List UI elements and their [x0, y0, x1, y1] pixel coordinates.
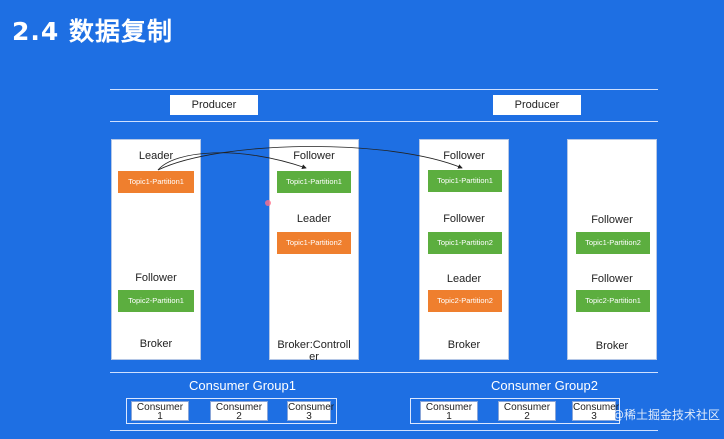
cursor-highlight [265, 200, 271, 206]
consumer-group-2-box [410, 398, 620, 424]
partition-leader: Topic1-Partition2 [277, 232, 351, 254]
role-label: Follower [591, 214, 633, 226]
consumer-label: Consumer [573, 402, 620, 413]
consumer-g1-1: Consumer 1 [131, 401, 189, 422]
role-label: Leader [138, 150, 174, 162]
broker-name: Broker [139, 338, 173, 350]
partition-follower: Topic1-Partition1 [428, 170, 502, 192]
partition-follower: Topic1-Partition2 [428, 232, 502, 254]
producer-divider [110, 121, 658, 122]
producer-box-2: Producer [493, 95, 581, 115]
broker-4: Follower Topic1-Partition2 Follower Topi… [567, 139, 657, 360]
broker-name: Broker:Controll [277, 339, 351, 351]
consumer-label: Consumer [215, 402, 263, 413]
consumer-number: 3 [306, 411, 312, 422]
consumer-g2-1: Consumer 1 [420, 401, 478, 422]
slide-title: 2.4 数据复制 [12, 17, 173, 46]
consumer-label: Consumer [136, 402, 184, 413]
consumer-number: 2 [524, 411, 530, 422]
broker-2-controller: Follower Topic1-Partition1 Leader Topic1… [269, 139, 359, 363]
role-label: Follower [443, 213, 485, 225]
consumer-g1-3: Consumer 3 [287, 401, 335, 422]
consumer-number: 2 [236, 411, 242, 422]
consumer-g1-2: Consumer 2 [210, 401, 268, 422]
consumer-group-1-box [126, 398, 337, 424]
consumer-divider [110, 372, 658, 373]
broker-1: Leader Topic1-Partition1 Follower Topic2… [111, 139, 201, 360]
consumer-number: 1 [157, 411, 163, 422]
consumer-label: Consumer [288, 402, 335, 413]
partition-follower: Topic2-Partition1 [118, 290, 194, 312]
partition-follower: Topic1-Partition1 [277, 171, 351, 193]
consumer-number: 3 [591, 411, 597, 422]
role-label: Leader [296, 213, 332, 225]
role-label: Follower [135, 272, 177, 284]
partition-follower: Topic2-Partition1 [576, 290, 650, 312]
role-label: Follower [591, 273, 633, 285]
producer-box-1: Producer [170, 95, 258, 115]
consumer-group-2-title: Consumer Group2 [491, 378, 598, 393]
partition-follower: Topic1-Partition2 [576, 232, 650, 254]
consumer-g2-2: Consumer 2 [498, 401, 556, 422]
role-label: Leader [446, 273, 482, 285]
replication-arrow-to-broker-3 [157, 146, 463, 171]
consumer-label: Consumer [425, 402, 473, 413]
role-label: Follower [443, 150, 485, 162]
role-label: Follower [293, 150, 335, 162]
consumer-g2-3: Consumer 3 [572, 401, 620, 422]
broker-name-wrap: er [309, 351, 319, 363]
consumer-label: Consumer [503, 402, 551, 413]
replication-arrow-to-broker-2 [157, 152, 307, 171]
broker-3: Follower Topic1-Partition1 Follower Topi… [419, 139, 509, 360]
watermark-text: @稀土掘金技术社区 [611, 408, 720, 422]
broker-name: Broker [447, 339, 481, 351]
broker-name: Broker [595, 340, 629, 352]
top-divider [110, 89, 658, 90]
consumer-group-1-title: Consumer Group1 [189, 378, 296, 393]
partition-leader: Topic2-Partition2 [428, 290, 502, 312]
consumer-number: 1 [446, 411, 452, 422]
bottom-divider [110, 430, 658, 431]
partition-leader: Topic1-Partition1 [118, 171, 194, 193]
